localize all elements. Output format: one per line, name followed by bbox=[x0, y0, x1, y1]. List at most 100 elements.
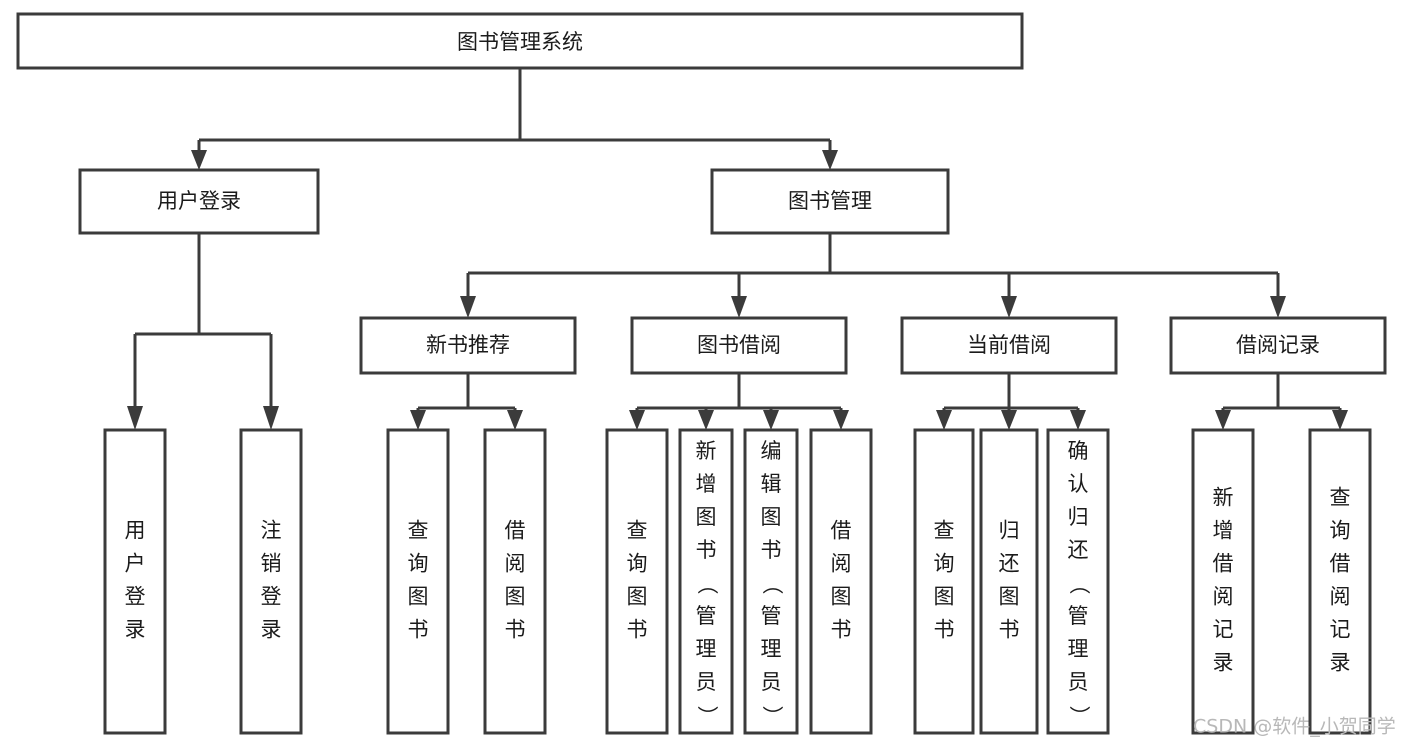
node-borrow-record[interactable]: 借阅记录 bbox=[1169, 316, 1387, 375]
node-box-root bbox=[16, 12, 1024, 70]
node-user-login[interactable]: 用户登录 bbox=[78, 168, 320, 235]
node-current-borrow[interactable]: 当前借阅 bbox=[900, 316, 1118, 375]
vertical-label-char: 阅 bbox=[1213, 585, 1234, 609]
vertical-label-char: 书 bbox=[934, 618, 955, 642]
leaf-box-borrow-book bbox=[809, 428, 873, 735]
arrow-head-cb-leaf-3 bbox=[1070, 410, 1086, 430]
leaf-box-logout bbox=[239, 428, 303, 735]
vertical-label-char: 图 bbox=[934, 585, 955, 609]
vertical-label-char: 书 bbox=[831, 618, 852, 642]
vertical-label-char: 管 bbox=[1068, 604, 1089, 628]
node-box-current-borrow bbox=[900, 316, 1118, 375]
vertical-label-char: 还 bbox=[1068, 538, 1089, 562]
vertical-label-char: 查 bbox=[1330, 486, 1351, 510]
vertical-label-char: 阅 bbox=[505, 552, 526, 576]
leaf-box-add-book-admin bbox=[678, 428, 734, 735]
vertical-label-char: 图 bbox=[696, 505, 717, 529]
vertical-label-char: 记 bbox=[1213, 618, 1234, 642]
vertical-label-char: （ bbox=[695, 574, 719, 595]
vertical-label-char: （ bbox=[1067, 574, 1091, 595]
arrow-head-new-book-recommend bbox=[460, 296, 476, 318]
connector-layer bbox=[127, 68, 1348, 430]
leaf-node-user-login-action[interactable]: 用户登录 bbox=[103, 428, 167, 735]
node-book-management[interactable]: 图书管理 bbox=[710, 168, 950, 235]
node-box-borrow-record bbox=[1169, 316, 1387, 375]
vertical-label-char: 图 bbox=[505, 585, 526, 609]
vertical-label-char: 理 bbox=[696, 637, 717, 661]
arrow-head-nb-leaf-1 bbox=[410, 410, 426, 430]
node-book-borrow[interactable]: 图书借阅 bbox=[630, 316, 848, 375]
node-box-user-login bbox=[78, 168, 320, 235]
vertical-label-char: 查 bbox=[408, 519, 429, 543]
vertical-label-char: 登 bbox=[125, 585, 146, 609]
vertical-label-char: 借 bbox=[505, 519, 526, 543]
vertical-label-char: 图 bbox=[761, 505, 782, 529]
arrow-head-bb-leaf-4 bbox=[833, 410, 849, 430]
node-label-root: 图书管理系统 bbox=[457, 30, 583, 54]
leaf-box-query-book-current bbox=[913, 428, 975, 735]
arrow-head-cb-leaf-2 bbox=[1001, 410, 1017, 430]
vertical-label-char: 询 bbox=[408, 552, 429, 576]
vertical-label-char: 销 bbox=[261, 552, 282, 576]
vertical-label-char: 管 bbox=[761, 604, 782, 628]
node-root-book-management-system[interactable]: 图书管理系统 bbox=[16, 12, 1024, 70]
vertical-label-char: （ bbox=[760, 574, 784, 595]
vertical-label-char: 增 bbox=[696, 472, 717, 496]
vertical-label-char: 认 bbox=[1068, 472, 1089, 496]
leaf-box-borrow-book-recommend bbox=[483, 428, 547, 735]
vertical-label-char: 图 bbox=[999, 585, 1020, 609]
arrow-head-current-borrow bbox=[1001, 296, 1017, 318]
node-new-book-recommend[interactable]: 新书推荐 bbox=[359, 316, 577, 375]
vertical-label-char: 询 bbox=[1330, 519, 1351, 543]
vertical-label-char: 户 bbox=[125, 552, 146, 576]
vertical-label-char: 图 bbox=[408, 585, 429, 609]
vertical-label-char: ） bbox=[760, 706, 784, 727]
vertical-label-char: 借 bbox=[1330, 552, 1351, 576]
vertical-label-char: 书 bbox=[696, 538, 717, 562]
arrow-head-br-leaf-2 bbox=[1332, 410, 1348, 430]
arrow-head-bb-leaf-2 bbox=[698, 410, 714, 430]
vertical-label-char: 理 bbox=[1068, 637, 1089, 661]
node-label-book-borrow: 图书借阅 bbox=[697, 333, 781, 357]
vertical-label-char: 员 bbox=[761, 670, 782, 694]
arrow-head-leaf-logout bbox=[263, 406, 279, 430]
leaf-box-add-borrow-record bbox=[1191, 428, 1255, 735]
vertical-label-char: 查 bbox=[934, 519, 955, 543]
vertical-label-char: 录 bbox=[125, 618, 146, 642]
node-label-user-login: 用户登录 bbox=[157, 189, 241, 213]
vertical-label-char: 阅 bbox=[831, 552, 852, 576]
node-label-borrow-record: 借阅记录 bbox=[1236, 333, 1320, 357]
node-box-book-borrow bbox=[630, 316, 848, 375]
arrow-head-cb-leaf-1 bbox=[936, 410, 952, 430]
vertical-label-char: 书 bbox=[999, 618, 1020, 642]
vertical-label-char: 辑 bbox=[761, 472, 782, 496]
node-label-book-management: 图书管理 bbox=[788, 189, 872, 213]
vertical-label-char: 录 bbox=[1330, 651, 1351, 675]
arrow-head-bb-leaf-1 bbox=[629, 410, 645, 430]
node-label-current-borrow: 当前借阅 bbox=[967, 333, 1051, 357]
vertical-label-char: 记 bbox=[1330, 618, 1351, 642]
